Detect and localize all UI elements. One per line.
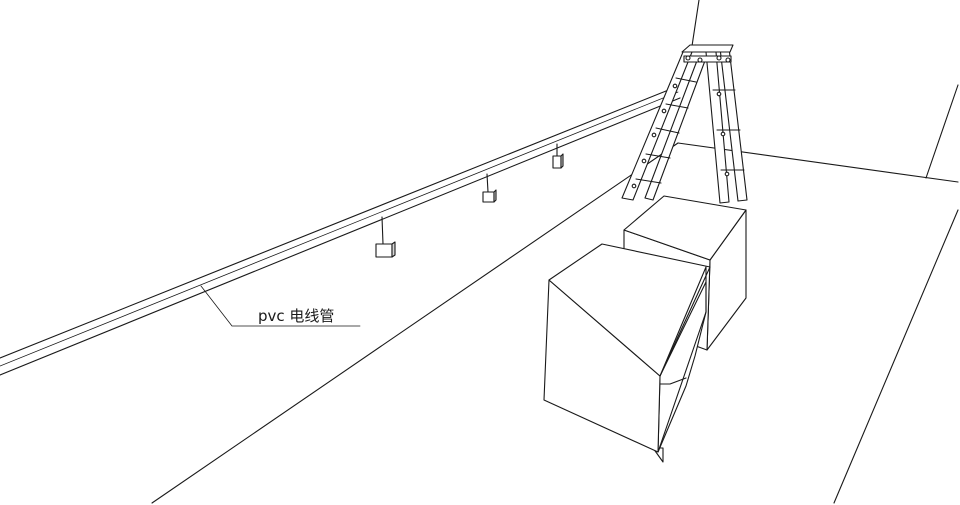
floor-wall-edge-left (151, 142, 679, 504)
conduit-middle-edge (0, 91, 679, 367)
front-box-top-face (548, 243, 711, 377)
conduit-callout: pvc 电线管 (200, 285, 361, 327)
wall-corner-vertical (691, 0, 700, 47)
hanging-outlet-box-2 (482, 173, 497, 203)
room-edges (151, 0, 959, 504)
wall-corner-right (925, 84, 959, 179)
hanging-outlet-box-3 (552, 143, 564, 169)
pvc-conduit (0, 86, 681, 376)
callout-leader-line (200, 285, 361, 327)
hanging-outlet-box-1 (375, 216, 396, 258)
conduit-bottom-edge (0, 97, 681, 376)
callout-label: pvc 电线管 (258, 307, 334, 325)
conduit-top-edge (0, 86, 677, 359)
back-box-top-face (623, 195, 747, 261)
front-box (543, 243, 711, 463)
step-ladder (621, 44, 748, 204)
floor-wall-edge-right (833, 209, 959, 504)
